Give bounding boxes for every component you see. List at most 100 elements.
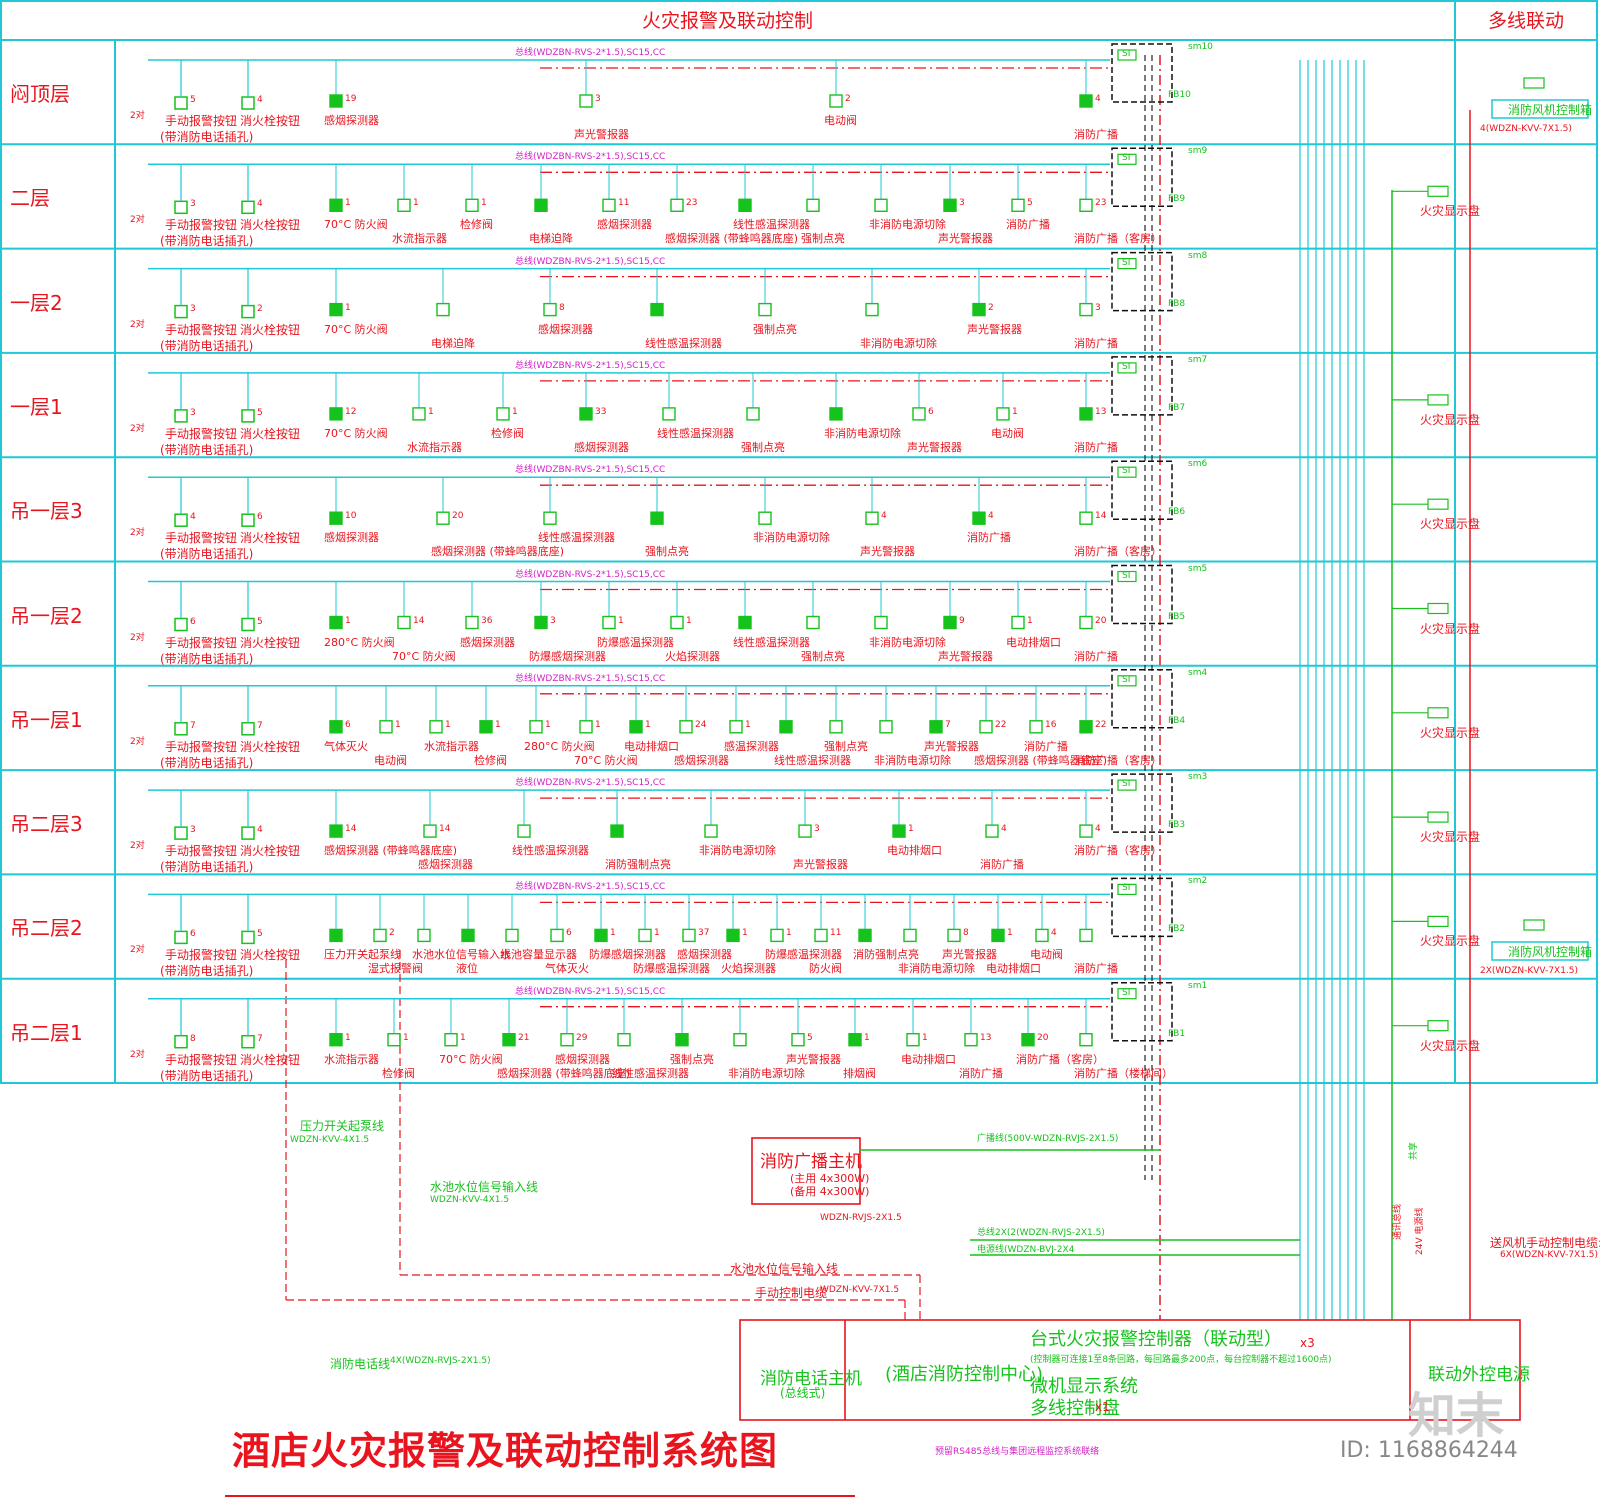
manual-alarm-icon [174, 1034, 188, 1049]
si-label: SI [1122, 779, 1131, 790]
si-label: SI [1122, 361, 1131, 372]
manual-alarm-icon [174, 304, 188, 319]
device-icon [329, 824, 343, 838]
device-label: 湿式报警阀 [368, 962, 423, 976]
device-count: 1 [413, 198, 419, 209]
manual-alarm-icon [174, 200, 188, 215]
device-label: 电动阀 [824, 114, 857, 127]
header-title: 火灾报警及联动控制 [641, 10, 813, 32]
device-label: 感烟探测器 [555, 1052, 610, 1066]
bus-label: 总线(WDZBN-RVS-2*1.5),SC15,CC [515, 569, 666, 580]
device-count: 23 [686, 198, 698, 209]
device-icon [1079, 1032, 1093, 1047]
module-box [1111, 981, 1173, 1042]
controller-title: 台式火灾报警控制器（联动型） [1030, 1329, 1282, 1350]
device-label: 消防广播 [980, 858, 1024, 872]
device-count: 1 [686, 615, 692, 626]
device-label: 感烟探测器 (带蜂鸣器底座) [665, 232, 799, 246]
device-icon [417, 928, 431, 943]
device-label: 检修阀 [460, 218, 493, 232]
device-label: 压力开关起泵线 [324, 948, 401, 962]
phone-host-label: 消防电话主机 [760, 1369, 862, 1389]
device-icon [602, 198, 616, 213]
hydrant-button-icon [241, 200, 255, 215]
device-count: 6 [928, 406, 934, 417]
device-icon [991, 928, 1005, 943]
hydrant-button-label: 消火栓按钮 [240, 739, 301, 754]
fire-display-icon [1427, 498, 1449, 510]
linkage-power: 联动外控电源 [1428, 1365, 1530, 1385]
hydrant-button-label: 消火栓按钮 [240, 1052, 301, 1067]
si-icon [1117, 675, 1137, 687]
hydrant-button-label: 消火栓按钮 [240, 114, 301, 128]
fire-display-icon [1427, 1020, 1449, 1032]
device-count: 1 [742, 928, 748, 939]
hydrant-count: 5 [257, 407, 263, 418]
manual-control-label: 手动控制电缆 [755, 1286, 828, 1300]
device-icon [617, 1032, 631, 1047]
device-icon [879, 720, 893, 734]
manual-alarm-sublabel: (带消防电话插孔) [160, 1068, 254, 1083]
device-label: 强制点亮 [645, 545, 689, 559]
manual-alarm-label: 手动报警按钮 [165, 739, 238, 754]
device-icon [770, 928, 784, 943]
device-count: 4 [1001, 824, 1007, 835]
device-icon [379, 720, 393, 734]
manual-alarm-icon [174, 826, 188, 840]
device-label: 强制点亮 [801, 649, 845, 663]
fan-control-box-label: 消防风机控制箱 [1508, 945, 1593, 959]
module-box [1111, 460, 1173, 520]
fan-cable-label: 2X(WDZN-KVV-7X1.5) [1480, 966, 1579, 976]
controller-note: (控制器可连接1至8条回路，每回路最多200点，每台控制器不超过1600点) [1030, 1355, 1332, 1365]
device-icon [329, 407, 343, 421]
device-label: 70°C 防火阀 [392, 649, 456, 663]
device-count: 19 [345, 94, 357, 104]
device-icon [874, 615, 888, 630]
device-label: 线性感温探测器 [733, 635, 810, 649]
device-count: 14 [345, 824, 357, 835]
si-label: SI [1122, 987, 1131, 998]
fire-display-label: 火灾显示盘 [1420, 1038, 1481, 1053]
device-count: 1 [1027, 615, 1033, 626]
device-icon [1079, 824, 1093, 838]
device-count: 2 [389, 928, 395, 939]
device-count: 13 [1095, 406, 1107, 417]
controller-x: x3 [1300, 1336, 1315, 1350]
broadcast-cable: WDZN-RVJS-2X1.5 [820, 1213, 902, 1223]
device-icon [329, 615, 343, 630]
device-count: 4 [988, 511, 994, 522]
device-count: 1 [786, 928, 792, 939]
device-icon [985, 824, 999, 838]
device-count: 1 [445, 719, 451, 730]
device-label: 水流指示器 [392, 232, 447, 246]
device-icon [874, 198, 888, 213]
device-label: 非消防电源切除 [898, 962, 975, 976]
sm-label: sm5 [1188, 563, 1208, 574]
device-label: 线性感温探测器 [657, 426, 734, 440]
device-icon [650, 302, 664, 317]
hydrant-count: 6 [257, 512, 263, 523]
device-label: 感烟探测器 (带蜂鸣器底座) [431, 545, 565, 559]
fan-box [1491, 99, 1589, 119]
fb-label: FB3 [1168, 820, 1186, 831]
device-label: 消防广播 [1074, 440, 1118, 454]
hydrant-button-icon [241, 96, 255, 110]
si-icon [1117, 362, 1137, 374]
fire-phone-label: 消防电话线 [330, 1357, 391, 1371]
device-label: 感烟探测器 (带蜂鸣器底座) [324, 844, 458, 858]
device-label: 排烟阀 [843, 1066, 876, 1080]
hydrant-count: 5 [257, 929, 263, 940]
hydrant-count: 4 [257, 825, 263, 836]
hydrant-button-label: 消火栓按钮 [240, 948, 301, 963]
manual-alarm-sublabel: (带消防电话插孔) [160, 860, 254, 875]
device-label: 280°C 防火阀 [524, 739, 595, 753]
device-icon [579, 720, 593, 734]
device-label: 消防广播（客房） [1074, 844, 1162, 858]
device-icon [650, 511, 664, 525]
manual-alarm-label: 手动报警按钮 [165, 1052, 238, 1067]
pool-signal-cable: WDZN-KVV-4X1.5 [430, 1195, 510, 1205]
device-label: 消防广播 [1074, 128, 1118, 141]
manual-alarm-label: 手动报警按钮 [165, 322, 238, 337]
device-count: 22 [1095, 719, 1107, 730]
device-icon [543, 302, 557, 317]
